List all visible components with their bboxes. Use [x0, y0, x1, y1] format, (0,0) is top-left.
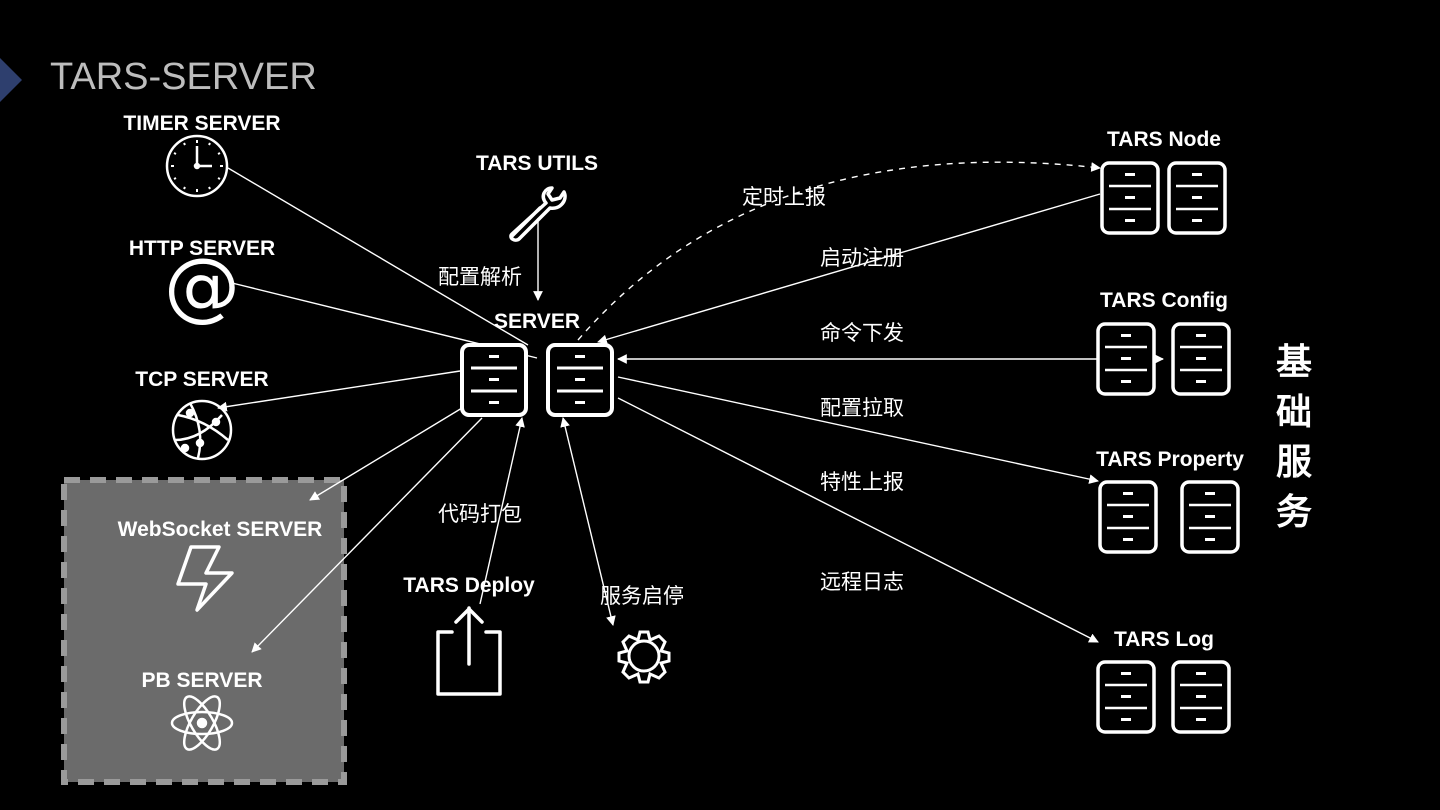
clock-icon: [165, 134, 229, 198]
protocol-group-box: [61, 477, 347, 785]
tars-node-label: TARS Node: [1107, 128, 1221, 151]
server-label: SERVER: [494, 310, 580, 333]
timer-server-label: TIMER SERVER: [123, 112, 281, 135]
connector-lines: [217, 161, 1164, 653]
tars-log-cabinets: [1096, 660, 1231, 734]
page-title: TARS-SERVER: [50, 56, 317, 98]
edge-label-config-pull: 配置拉取: [820, 396, 904, 420]
tars-deploy-label: TARS Deploy: [403, 574, 535, 597]
websocket-server-label: WebSocket SERVER: [117, 518, 323, 541]
tars-log-label: TARS Log: [1114, 628, 1214, 651]
pb-server-label: PB SERVER: [141, 669, 263, 692]
server-cabinet-icon: [460, 343, 614, 417]
edge-label-config-parse: 配置解析: [438, 265, 522, 289]
lightning-icon: [176, 545, 234, 612]
tars-property-label: TARS Property: [1096, 448, 1244, 471]
edge-label-start-register: 启动注册: [820, 246, 904, 270]
tars-property-cabinets: [1098, 480, 1240, 554]
edge-label-property-report: 特性上报: [820, 470, 904, 494]
gear-icon: [617, 630, 671, 684]
share-upload-icon: [436, 606, 502, 696]
atom-icon: [170, 695, 234, 751]
tcp-server-label: TCP SERVER: [135, 368, 269, 391]
edge-label-remote-log: 远程日志: [820, 570, 904, 594]
edge-label-service-start-stop: 服务启停: [600, 584, 684, 608]
chevron-decoration-icon: [0, 58, 22, 102]
tars-config-cabinets: [1096, 322, 1231, 396]
wrench-icon: [509, 186, 567, 242]
edge-label-code-package: 代码打包: [438, 502, 522, 526]
basic-services-label: 基础服务: [1276, 342, 1313, 533]
tars-node-cabinets: [1100, 161, 1227, 235]
http-server-label: HTTP SERVER: [128, 237, 276, 260]
globe-network-icon: [171, 399, 233, 461]
tars-utils-label: TARS UTILS: [475, 152, 599, 175]
at-sign-icon: @: [164, 241, 240, 330]
edge-label-command-dispatch: 命令下发: [820, 321, 904, 345]
tars-config-label: TARS Config: [1100, 289, 1228, 312]
edge-label-timed-report: 定时上报: [742, 185, 826, 209]
